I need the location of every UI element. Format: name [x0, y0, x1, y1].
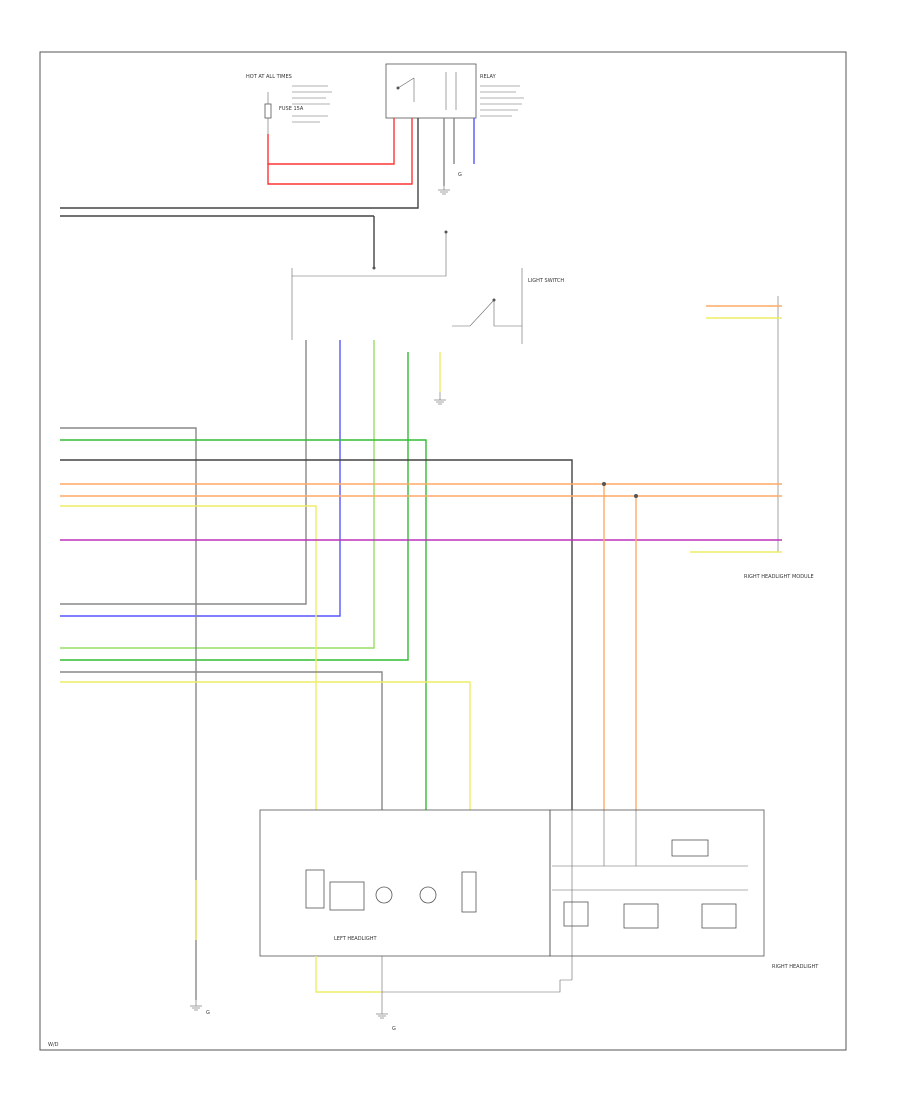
- fuse-label: FUSE 15A: [279, 106, 304, 112]
- diagram-frame: [39, 51, 847, 1051]
- yellow-drop: [60, 681, 471, 810]
- connector-strip: [690, 296, 782, 553]
- bottom-left-unit-label: LEFT HEADLIGHT: [334, 936, 377, 942]
- bottom-right-unit-label: RIGHT HEADLIGHT: [772, 964, 819, 970]
- ground-left-label: G: [206, 1010, 210, 1016]
- ground-icon: [434, 392, 446, 405]
- splice-dot-icon: [634, 494, 638, 498]
- gray-drop: [60, 671, 383, 810]
- fuse-text-block: [292, 85, 332, 123]
- light-switch-label: LIGHT SWITCH: [528, 278, 564, 284]
- fuse-symbol: [264, 92, 272, 134]
- green-harness: [60, 439, 427, 810]
- relay-label: RELAY: [480, 74, 497, 80]
- ground-icon: [376, 1008, 388, 1019]
- relay-wires: [60, 118, 475, 209]
- connector-icon: [305, 869, 365, 911]
- ground-bottom-label: G: [392, 1026, 396, 1032]
- green-switch-wire: [60, 352, 409, 661]
- bottom-ground-wires: [195, 880, 572, 1008]
- right-module-label: RIGHT HEADLIGHT MODULE: [744, 574, 814, 580]
- splice-dot-icon: [602, 482, 606, 486]
- black-wire-relay: [60, 118, 419, 209]
- switch-output-wires: [60, 340, 441, 661]
- lamp-icon: [375, 886, 437, 904]
- page-id-label: W/D: [48, 1042, 59, 1048]
- ground-icon: [190, 1000, 202, 1011]
- switch-icon: [396, 72, 457, 110]
- bottom-right-unit-box: [549, 809, 765, 957]
- red-wire-1: [267, 118, 395, 165]
- gray-harness: [60, 427, 197, 1000]
- yellow-harness: [60, 505, 317, 810]
- relay-text-block: [480, 85, 524, 117]
- red-wire-2: [267, 118, 413, 185]
- connector-icon: [461, 871, 477, 913]
- yellow-bottom-loop: [315, 956, 382, 993]
- light-green-switch-wire: [60, 340, 375, 649]
- relay-box: [385, 63, 477, 119]
- ground-top-label: G: [458, 172, 462, 178]
- blue-switch-wire: [60, 340, 341, 617]
- ground-icon: [438, 186, 450, 195]
- bottom-left-unit-box: [259, 809, 551, 957]
- harness-wires: [60, 427, 782, 1000]
- right-module-switches: [552, 810, 748, 980]
- light-switch-wiring: [60, 215, 523, 344]
- gray-switch-wire: [60, 340, 307, 605]
- black-harness: [60, 459, 573, 810]
- top-power-label: HOT AT ALL TIMES: [246, 74, 292, 80]
